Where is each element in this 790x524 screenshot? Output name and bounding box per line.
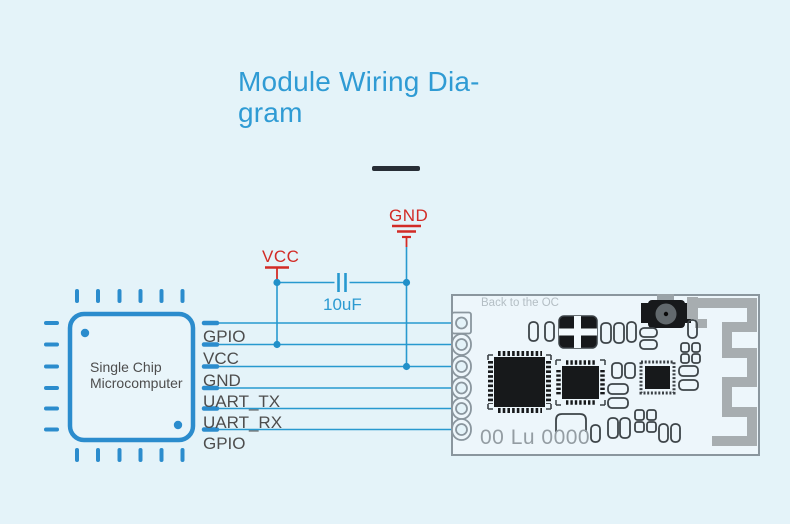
main-qfp-chip: [487, 351, 552, 413]
mcu-chip: [44, 289, 196, 462]
mcu-left-pins: [44, 321, 59, 432]
gnd-net: [392, 224, 421, 367]
mcu-top-pins: [75, 289, 185, 303]
vcc-label: VCC: [262, 247, 300, 266]
component-outline-bracket: [555, 413, 587, 432]
gnd-label: GND: [389, 206, 429, 225]
page-title: Module Wiring Dia- gram: [238, 66, 558, 128]
wire-label-uart-rx: UART_RX: [203, 412, 283, 432]
mcu-body: [67, 311, 196, 443]
mcu-right-pins: [201, 320, 220, 432]
pcb-antenna: [687, 297, 757, 446]
mcu-label: Single Chip Microcomputer: [90, 359, 194, 391]
module-silkscreen-top: Back to the OC: [481, 297, 559, 309]
qfn-chip: [639, 360, 676, 395]
mcu-pin1-dot: [80, 328, 90, 338]
capacitor-value-label: 10uF: [323, 295, 362, 314]
passive-components: [528, 319, 701, 443]
gnd-symbol: [392, 224, 421, 247]
capacitor: [277, 273, 407, 292]
mcu-corner-dot: [173, 420, 183, 430]
mcu-bottom-pins: [75, 448, 185, 462]
rf-module: [451, 294, 760, 456]
wire-label-gpio-1: GPIO: [203, 327, 246, 346]
junction-dots: [273, 278, 411, 371]
wire-label-gpio-2: GPIO: [203, 433, 246, 453]
wire-label-uart-tx: UART_TX: [203, 391, 281, 411]
module-pads: [451, 311, 472, 441]
title-divider: [372, 166, 420, 171]
mcu-label-line2: Microcomputer: [90, 375, 183, 391]
mcu-label-line1: Single Chip: [90, 359, 162, 375]
wire-label-gnd: GND: [203, 370, 241, 390]
secondary-qfp-chip: [555, 359, 606, 406]
signal-wires: [202, 322, 452, 431]
page-title-line1: Module Wiring Dia-: [238, 66, 480, 97]
wire-label-vcc: VCC: [203, 348, 239, 368]
page-title-line2: gram: [238, 97, 303, 128]
module-silkscreen-bottom: 00 Lu 0000: [480, 426, 591, 449]
crystal-oscillator: [558, 315, 598, 349]
vcc-net: [265, 266, 289, 345]
